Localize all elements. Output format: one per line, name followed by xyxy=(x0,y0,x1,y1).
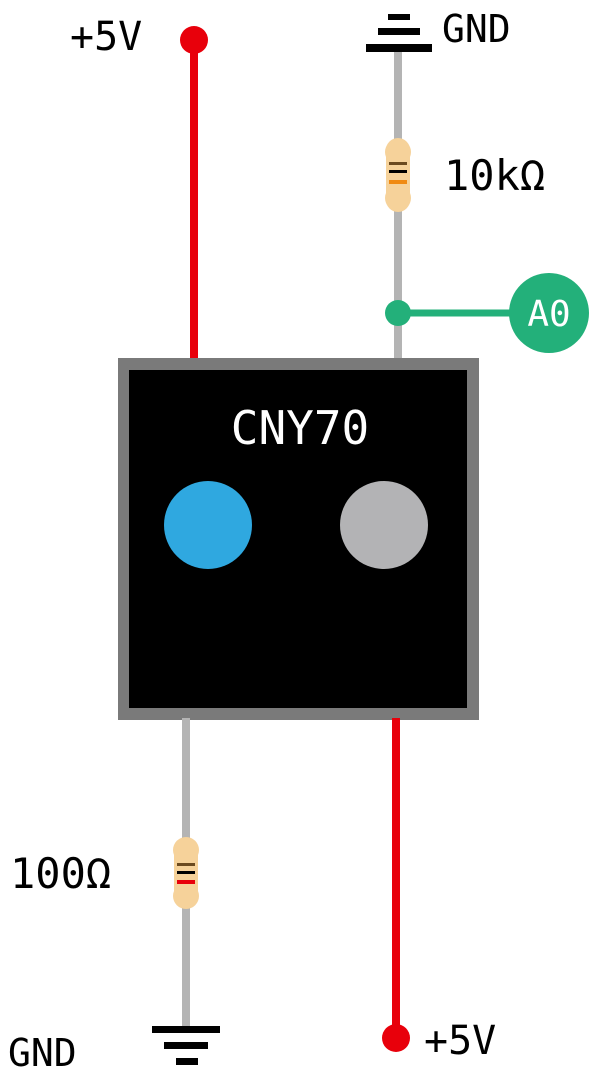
ground-symbol-bottom xyxy=(152,1026,220,1065)
resistor-10k xyxy=(385,138,411,212)
vcc-bottom-connection: +5V xyxy=(382,718,496,1064)
signal-a0-connection: A0 xyxy=(385,273,589,353)
vcc-top-label: +5V xyxy=(70,14,142,60)
vcc-bottom-terminal xyxy=(382,1024,410,1052)
resistor-100 xyxy=(173,837,199,909)
phototransistor xyxy=(340,481,428,569)
resistor-10k-label: 10kΩ xyxy=(444,151,545,200)
analog-pin-badge xyxy=(509,273,589,353)
sensor-name-label: CNY70 xyxy=(231,401,369,455)
emitter-led xyxy=(164,481,252,569)
cny70-sensor: CNY70 xyxy=(118,358,479,720)
gnd-top-label: GND xyxy=(442,7,511,51)
vcc-bottom-label: +5V xyxy=(424,1018,496,1064)
vcc-top-terminal xyxy=(180,26,208,54)
vcc-top-connection: +5V xyxy=(70,14,208,362)
resistor-100-label: 100Ω xyxy=(10,849,111,898)
ground-symbol-top xyxy=(366,14,432,52)
gnd-bottom-connection: 100Ω GND xyxy=(8,718,220,1075)
analog-pin-label: A0 xyxy=(527,294,570,335)
gnd-bottom-label: GND xyxy=(8,1031,77,1075)
signal-junction-dot xyxy=(385,300,411,326)
